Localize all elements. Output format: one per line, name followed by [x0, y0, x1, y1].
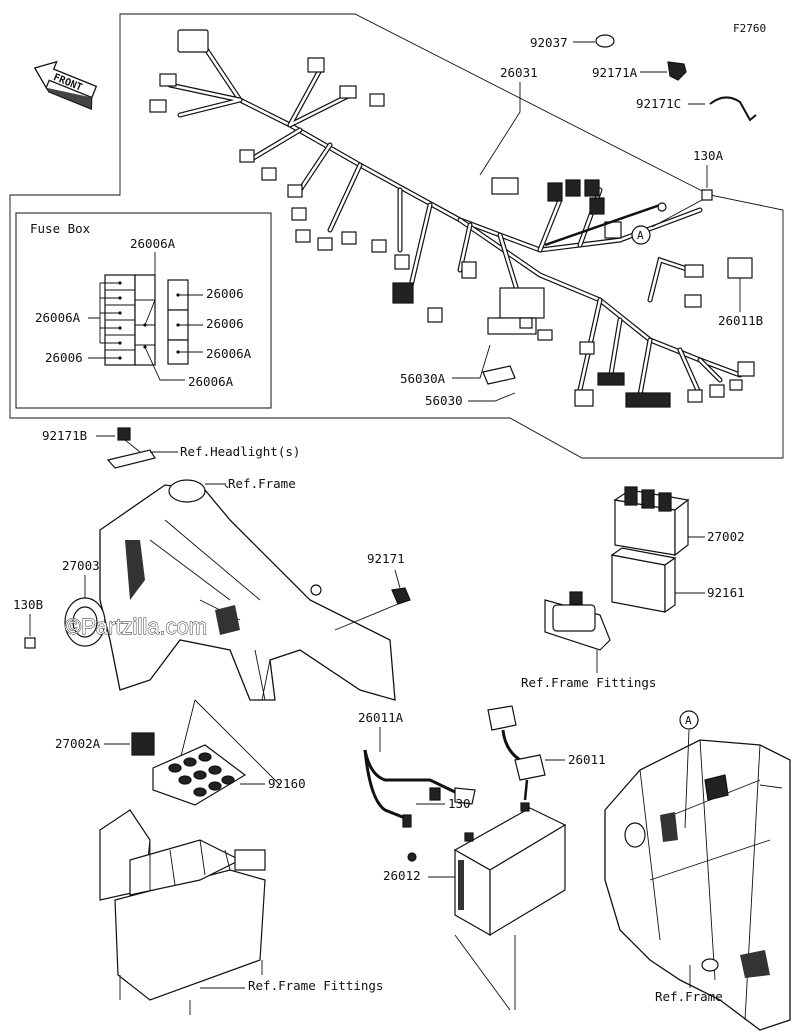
clip-92171B [117, 427, 131, 441]
fuse-label-4: 26006 [206, 286, 244, 301]
callout-26011B: 26011B [718, 313, 763, 328]
battery-group [363, 705, 567, 1011]
callout-130B: 130B [13, 597, 43, 612]
fuse-label-1: 26006A [130, 236, 176, 251]
leader-26031 [479, 82, 521, 176]
ecu-group [544, 486, 690, 651]
front-arrow: FRONT [33, 60, 98, 110]
main-wire-harness [149, 29, 755, 408]
callout-27003: 27003 [62, 558, 100, 573]
harness-area-outline [9, 13, 784, 459]
fuse-box-title: Fuse Box [30, 221, 91, 236]
callout-56030: 56030 [425, 393, 463, 408]
leader-92171-frame [334, 603, 399, 631]
frame-drawing [99, 479, 396, 701]
callout-92171: 92171 [367, 551, 405, 566]
fuse-label-2: 26006A [35, 310, 81, 325]
fuse-label-5: 26006 [206, 316, 244, 331]
clip-92171A [667, 61, 687, 81]
clamp-92037 [595, 34, 615, 48]
leader-130A-A [651, 199, 703, 228]
reference-circle-a-bottom [679, 710, 699, 730]
ref-headlight: Ref.Headlight(s) [180, 444, 300, 459]
bolt-130A [701, 189, 713, 201]
callout-92171C: 92171C [636, 96, 681, 111]
leader-56030 [468, 392, 516, 402]
fuse-label-3: 26006 [45, 350, 83, 365]
ref-a-bottom-label: A [685, 714, 692, 727]
ref-frame-top: Ref.Frame [228, 476, 296, 491]
figure-code: F2760 [733, 22, 766, 35]
callout-92161: 92161 [707, 585, 745, 600]
callout-26031: 26031 [500, 65, 538, 80]
callout-92171A: 92171A [592, 65, 638, 80]
frame-detail-group [604, 729, 791, 1031]
callout-56030A: 56030A [400, 371, 446, 386]
callout-92037: 92037 [530, 35, 568, 50]
bolt-130B [24, 637, 36, 649]
callout-26011: 26011 [568, 752, 606, 767]
headlight-bracket [106, 449, 156, 469]
callout-130A: 130A [693, 148, 724, 163]
leader-92171 [394, 569, 401, 589]
callout-27002A: 27002A [55, 736, 101, 751]
callout-130: 130 [448, 796, 471, 811]
ref-frame-fittings-2: Ref.Frame Fittings [248, 978, 383, 993]
fuse-label-6: 26006A [206, 346, 252, 361]
ref-a-top-label: A [637, 229, 644, 242]
ref-frame-fittings-1: Ref.Frame Fittings [521, 675, 656, 690]
fuse-label-7: 26006A [188, 374, 234, 389]
reference-circle-a-top [631, 225, 651, 245]
callout-26011A: 26011A [358, 710, 404, 725]
leader-56030A [452, 344, 491, 379]
callout-27002: 27002 [707, 529, 745, 544]
callout-92171B: 92171B [42, 428, 87, 443]
fuse-box-panel: Fuse Box 26006A 26006A 26006 26006 26006… [15, 212, 272, 409]
band-92171C [709, 96, 757, 122]
ref-frame-bottom: Ref.Frame [655, 989, 723, 1004]
relay-56030A [482, 365, 516, 385]
callout-26012: 26012 [383, 868, 421, 883]
battery-case-group [99, 699, 281, 1015]
bracket-link [124, 439, 141, 453]
clip-92171 [391, 587, 411, 605]
connector-26011B [727, 257, 753, 279]
watermark: ©Partzilla.com [65, 614, 207, 639]
ground-wire [544, 202, 667, 247]
callout-92160: 92160 [268, 776, 306, 791]
